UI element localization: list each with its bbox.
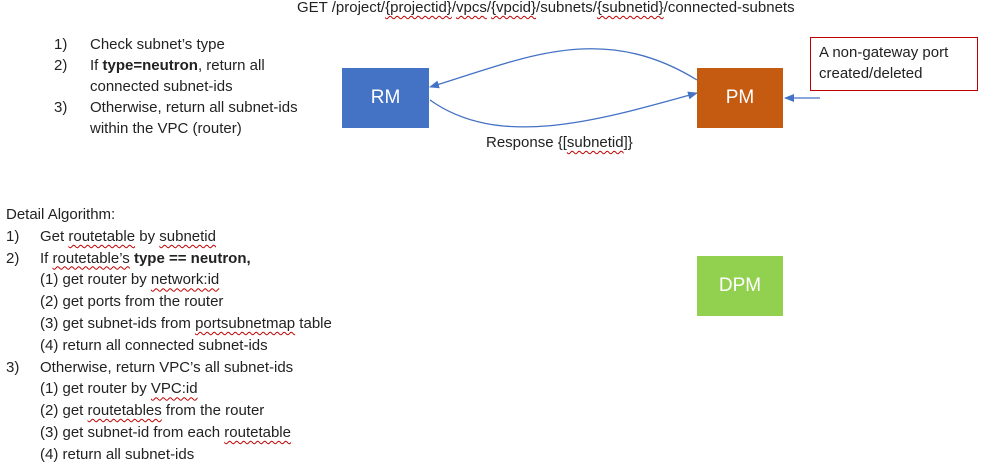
dpm-label: DPM xyxy=(718,275,762,296)
text-fragment: (1) get router by xyxy=(40,380,151,398)
algorithm-title: Detail Algorithm: xyxy=(6,204,426,226)
endpoint-vpcid: {vpcid} xyxy=(491,0,537,16)
endpoint-vpcs: vpcs xyxy=(455,0,487,16)
text-fragment: (2) get ports from the router xyxy=(40,293,224,311)
step-1-number: 1) xyxy=(54,36,68,53)
algorithm-step-3c: (3) get subnet-id from each routetable xyxy=(6,422,426,444)
event-note-line-1: A non-gateway port xyxy=(819,44,949,61)
term-vpc-id: VPC:id xyxy=(150,380,198,398)
term-routetables-type: routetable’s xyxy=(52,249,130,267)
text-fragment: If xyxy=(40,249,53,267)
endpoint-projectid: {projectid} xyxy=(385,0,452,16)
text-fragment: table xyxy=(295,314,332,332)
algorithm-step-2d: (4) return all connected subnet-ids xyxy=(6,335,426,357)
term-network-id: network:id xyxy=(150,271,220,289)
algorithm-step-2-text: If routetable’s type == neutron, xyxy=(40,248,251,269)
text-fragment: by xyxy=(135,227,160,245)
algorithm-step-3b: (2) get routetables from the router xyxy=(6,400,426,422)
pm-label: PM xyxy=(725,87,755,108)
detail-algorithm: Detail Algorithm: 1) Get routetable by s… xyxy=(6,204,426,466)
response-subnetid: subnetid xyxy=(566,134,624,151)
response-label: Response {[subnetid]} xyxy=(486,132,633,153)
term-routetable: routetable xyxy=(68,227,136,245)
step-3-line-1: Otherwise, return all subnet-ids xyxy=(90,99,298,116)
steps-list: 1) Check subnet’s type 2) If type=neutro… xyxy=(54,34,354,139)
step-3-number: 3) xyxy=(54,99,68,116)
term-routetable-each: routetable xyxy=(224,423,291,441)
algorithm-step-2c: (3) get subnet-ids from portsubnetmap ta… xyxy=(6,313,426,335)
endpoint-sep-1: / xyxy=(451,0,456,16)
algorithm-step-2: 2) If routetable’s type == neutron, xyxy=(6,248,426,270)
response-post: ]} xyxy=(623,134,633,151)
endpoint-prefix: GET /project/ xyxy=(297,0,386,16)
algorithm-step-3d: (4) return all subnet-ids xyxy=(6,444,426,466)
text-fragment: (3) get subnet-id from each xyxy=(40,423,225,441)
text-fragment: from the router xyxy=(161,402,265,420)
event-note-line-2: created/deleted xyxy=(819,65,923,82)
text-fragment: (2) get xyxy=(40,402,88,420)
algorithm-step-3: 3) Otherwise, return VPC’s all subnet-id… xyxy=(6,357,426,379)
step-2-line-1: If type=neutron, return all xyxy=(90,55,265,76)
endpoint-subnetid: {subnetid} xyxy=(596,0,664,16)
step-2-line-2: connected subnet-ids xyxy=(90,78,233,95)
text-fragment: Get xyxy=(40,227,69,245)
step-2-pre: If xyxy=(90,57,103,74)
text-fragment: (4) return all connected subnet-ids xyxy=(40,336,268,354)
algorithm-step-1-number: 1) xyxy=(6,227,20,245)
algorithm-step-3-text: Otherwise, return VPC’s all subnet-ids xyxy=(40,358,294,376)
text-fragment: (1) get router by xyxy=(40,271,151,289)
algorithm-step-2a: (1) get router by network:id xyxy=(6,269,426,291)
step-3-line-2: within the VPC (router) xyxy=(90,120,242,137)
algorithm-step-3-number: 3) xyxy=(6,358,20,376)
step-2-bold: type=neutron xyxy=(102,57,198,74)
algorithm-title-text: Detail Algorithm: xyxy=(6,206,116,223)
rm-node: RM xyxy=(342,68,429,128)
dpm-node: DPM xyxy=(697,256,783,316)
text-fragment: (3) get subnet-ids from xyxy=(40,314,196,332)
event-note-box: A non-gateway port created/deleted xyxy=(810,37,978,91)
algorithm-step-1-text: Get routetable by subnetid xyxy=(40,226,216,247)
step-1: 1) Check subnet’s type xyxy=(54,34,354,55)
algorithm-step-2b: (2) get ports from the router xyxy=(6,291,426,313)
response-arrow xyxy=(429,91,698,128)
text-fragment: (4) return all subnet-ids xyxy=(40,445,195,463)
algorithm-step-2-number: 2) xyxy=(6,249,20,267)
endpoint-title: GET /project/{projectid}/vpcs/{vpcid}/su… xyxy=(297,0,795,18)
step-1-text: Check subnet’s type xyxy=(90,36,225,53)
step-2: 2) If type=neutron, return all connected… xyxy=(54,55,354,97)
step-3: 3) Otherwise, return all subnet-ids with… xyxy=(54,97,354,139)
rm-label: RM xyxy=(370,87,401,108)
algorithm-step-1: 1) Get routetable by subnetid xyxy=(6,226,426,248)
response-pre: Response {[ xyxy=(486,134,567,151)
endpoint-sep-3: /subnets/ xyxy=(536,0,597,16)
step-2-number: 2) xyxy=(54,57,68,74)
term-subnetid: subnetid xyxy=(159,227,216,245)
algorithm-step-3a: (1) get router by VPC:id xyxy=(6,378,426,400)
endpoint-suffix: /connected-subnets xyxy=(663,0,795,16)
request-arrow xyxy=(429,48,698,89)
term-routetables: routetables xyxy=(87,402,162,420)
pm-node: PM xyxy=(697,68,783,128)
algorithm-step-2-bold: type == neutron, xyxy=(129,249,251,267)
endpoint-sep-2: / xyxy=(486,0,491,16)
step-2-post: , return all xyxy=(197,57,265,74)
term-portsubnetmap: portsubnetmap xyxy=(195,314,296,332)
